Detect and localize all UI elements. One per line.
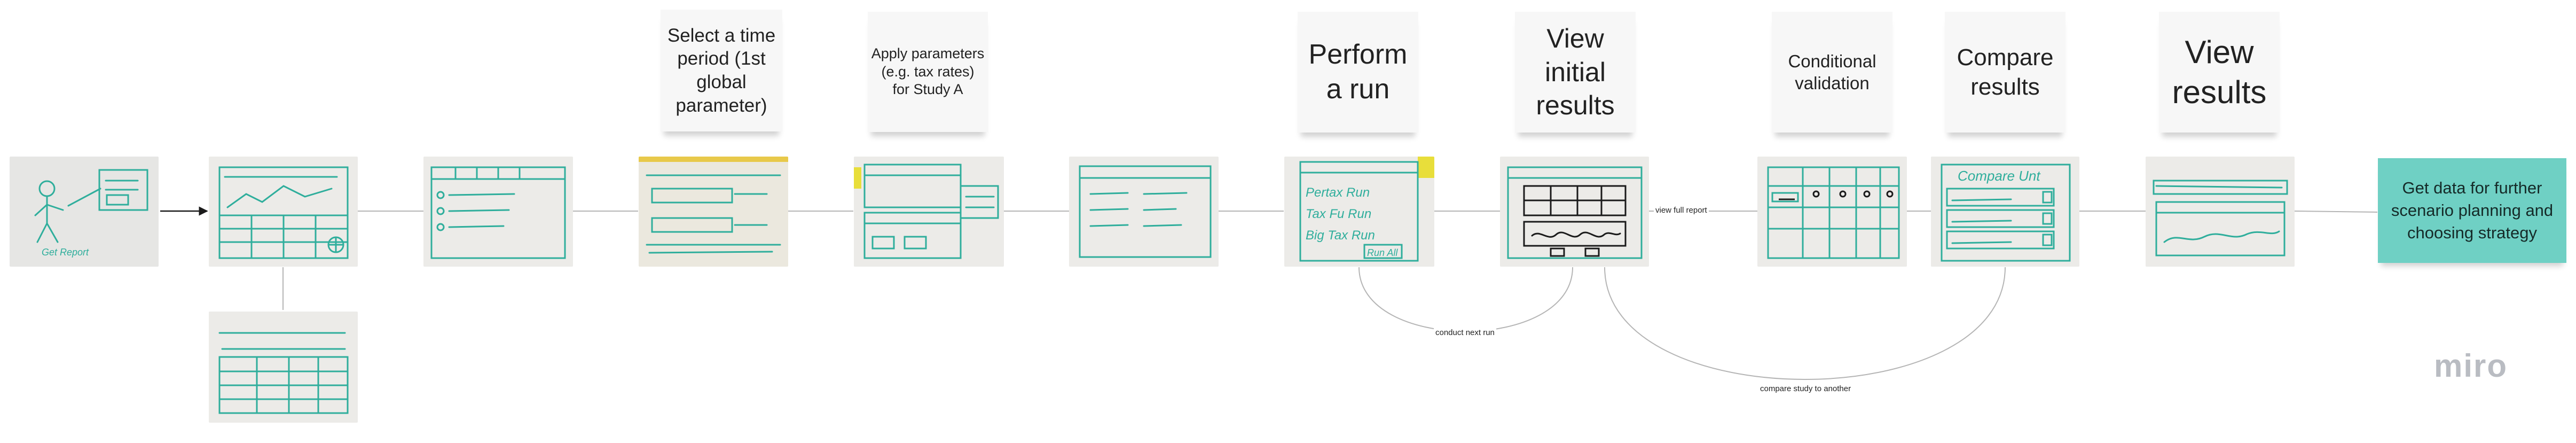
edge-label-compare-study: compare study to another [1758, 384, 1853, 393]
sketch-initial-results[interactable] [1500, 157, 1649, 267]
sketch-drawing [430, 166, 566, 259]
note-view-initial-results[interactable]: View initial results [1515, 12, 1636, 133]
sketch-compare-results[interactable]: Compare Unt [1931, 157, 2079, 267]
note-compare-results[interactable]: Compare results [1945, 12, 2065, 133]
sketch-drawing [1507, 166, 1643, 259]
sketch-drawing [218, 166, 349, 259]
note-select-time-period[interactable]: Select a time period (1st global paramet… [661, 10, 782, 131]
sketch-study-report[interactable] [209, 312, 358, 423]
final-outcome-card[interactable]: Get data for further scenario planning a… [2378, 158, 2566, 263]
sketch-view-results[interactable] [2146, 157, 2295, 267]
loop-compare-study [1604, 267, 2006, 380]
note-perform-run[interactable]: Perform a run [1298, 12, 1418, 133]
sketch-get-report[interactable]: Get Report [10, 157, 159, 267]
sketch-conditional-validation[interactable] [1757, 157, 1907, 267]
sketch-drawing [1079, 165, 1212, 258]
connector-11-final [2294, 211, 2378, 213]
sketch-drawing [639, 157, 788, 254]
sketch-time-period[interactable] [639, 157, 788, 267]
loop-conduct-next-run [1358, 267, 1573, 332]
sketch-row-2: Tax Fu Run [1306, 207, 1371, 221]
sketch-drawing: Pertax Run Tax Fu Run Big Tax Run Run Al… [1299, 157, 1434, 262]
sketch-caption: Get Report [42, 247, 89, 258]
note-view-results[interactable]: View results [2159, 12, 2280, 133]
note-apply-parameters[interactable]: Apply parameters (e.g. tax rates) for St… [868, 12, 988, 132]
sketch-apply-parameters[interactable] [854, 157, 1004, 267]
sketch-row-3: Big Tax Run [1306, 228, 1375, 243]
sketch-options-list[interactable] [423, 157, 573, 267]
sketch-report-table[interactable] [209, 157, 358, 267]
edge-label-conduct-next-run: conduct next run [1434, 328, 1496, 337]
miro-logo: miro [2434, 348, 2508, 384]
note-conditional-validation[interactable]: Conditional validation [1772, 12, 1892, 133]
sketch-parameter-list[interactable] [1069, 157, 1219, 267]
sketch-drawing [1767, 166, 1900, 259]
sketch-drawing [2153, 180, 2288, 257]
sketch-drawing [854, 164, 999, 259]
sketch-perform-run[interactable]: Pertax Run Tax Fu Run Big Tax Run Run Al… [1284, 157, 1434, 267]
sketch-row-1: Pertax Run [1306, 185, 1370, 200]
sketch-drawing: Get Report [34, 169, 148, 258]
edge-label-view-full-report: view full report [1654, 206, 1709, 215]
sketch-row-4: Run All [1367, 247, 1398, 258]
sketch-drawing: Compare Unt [1941, 164, 2071, 262]
sketch-drawing [218, 332, 349, 414]
sketch-title: Compare Unt [1958, 168, 2041, 184]
